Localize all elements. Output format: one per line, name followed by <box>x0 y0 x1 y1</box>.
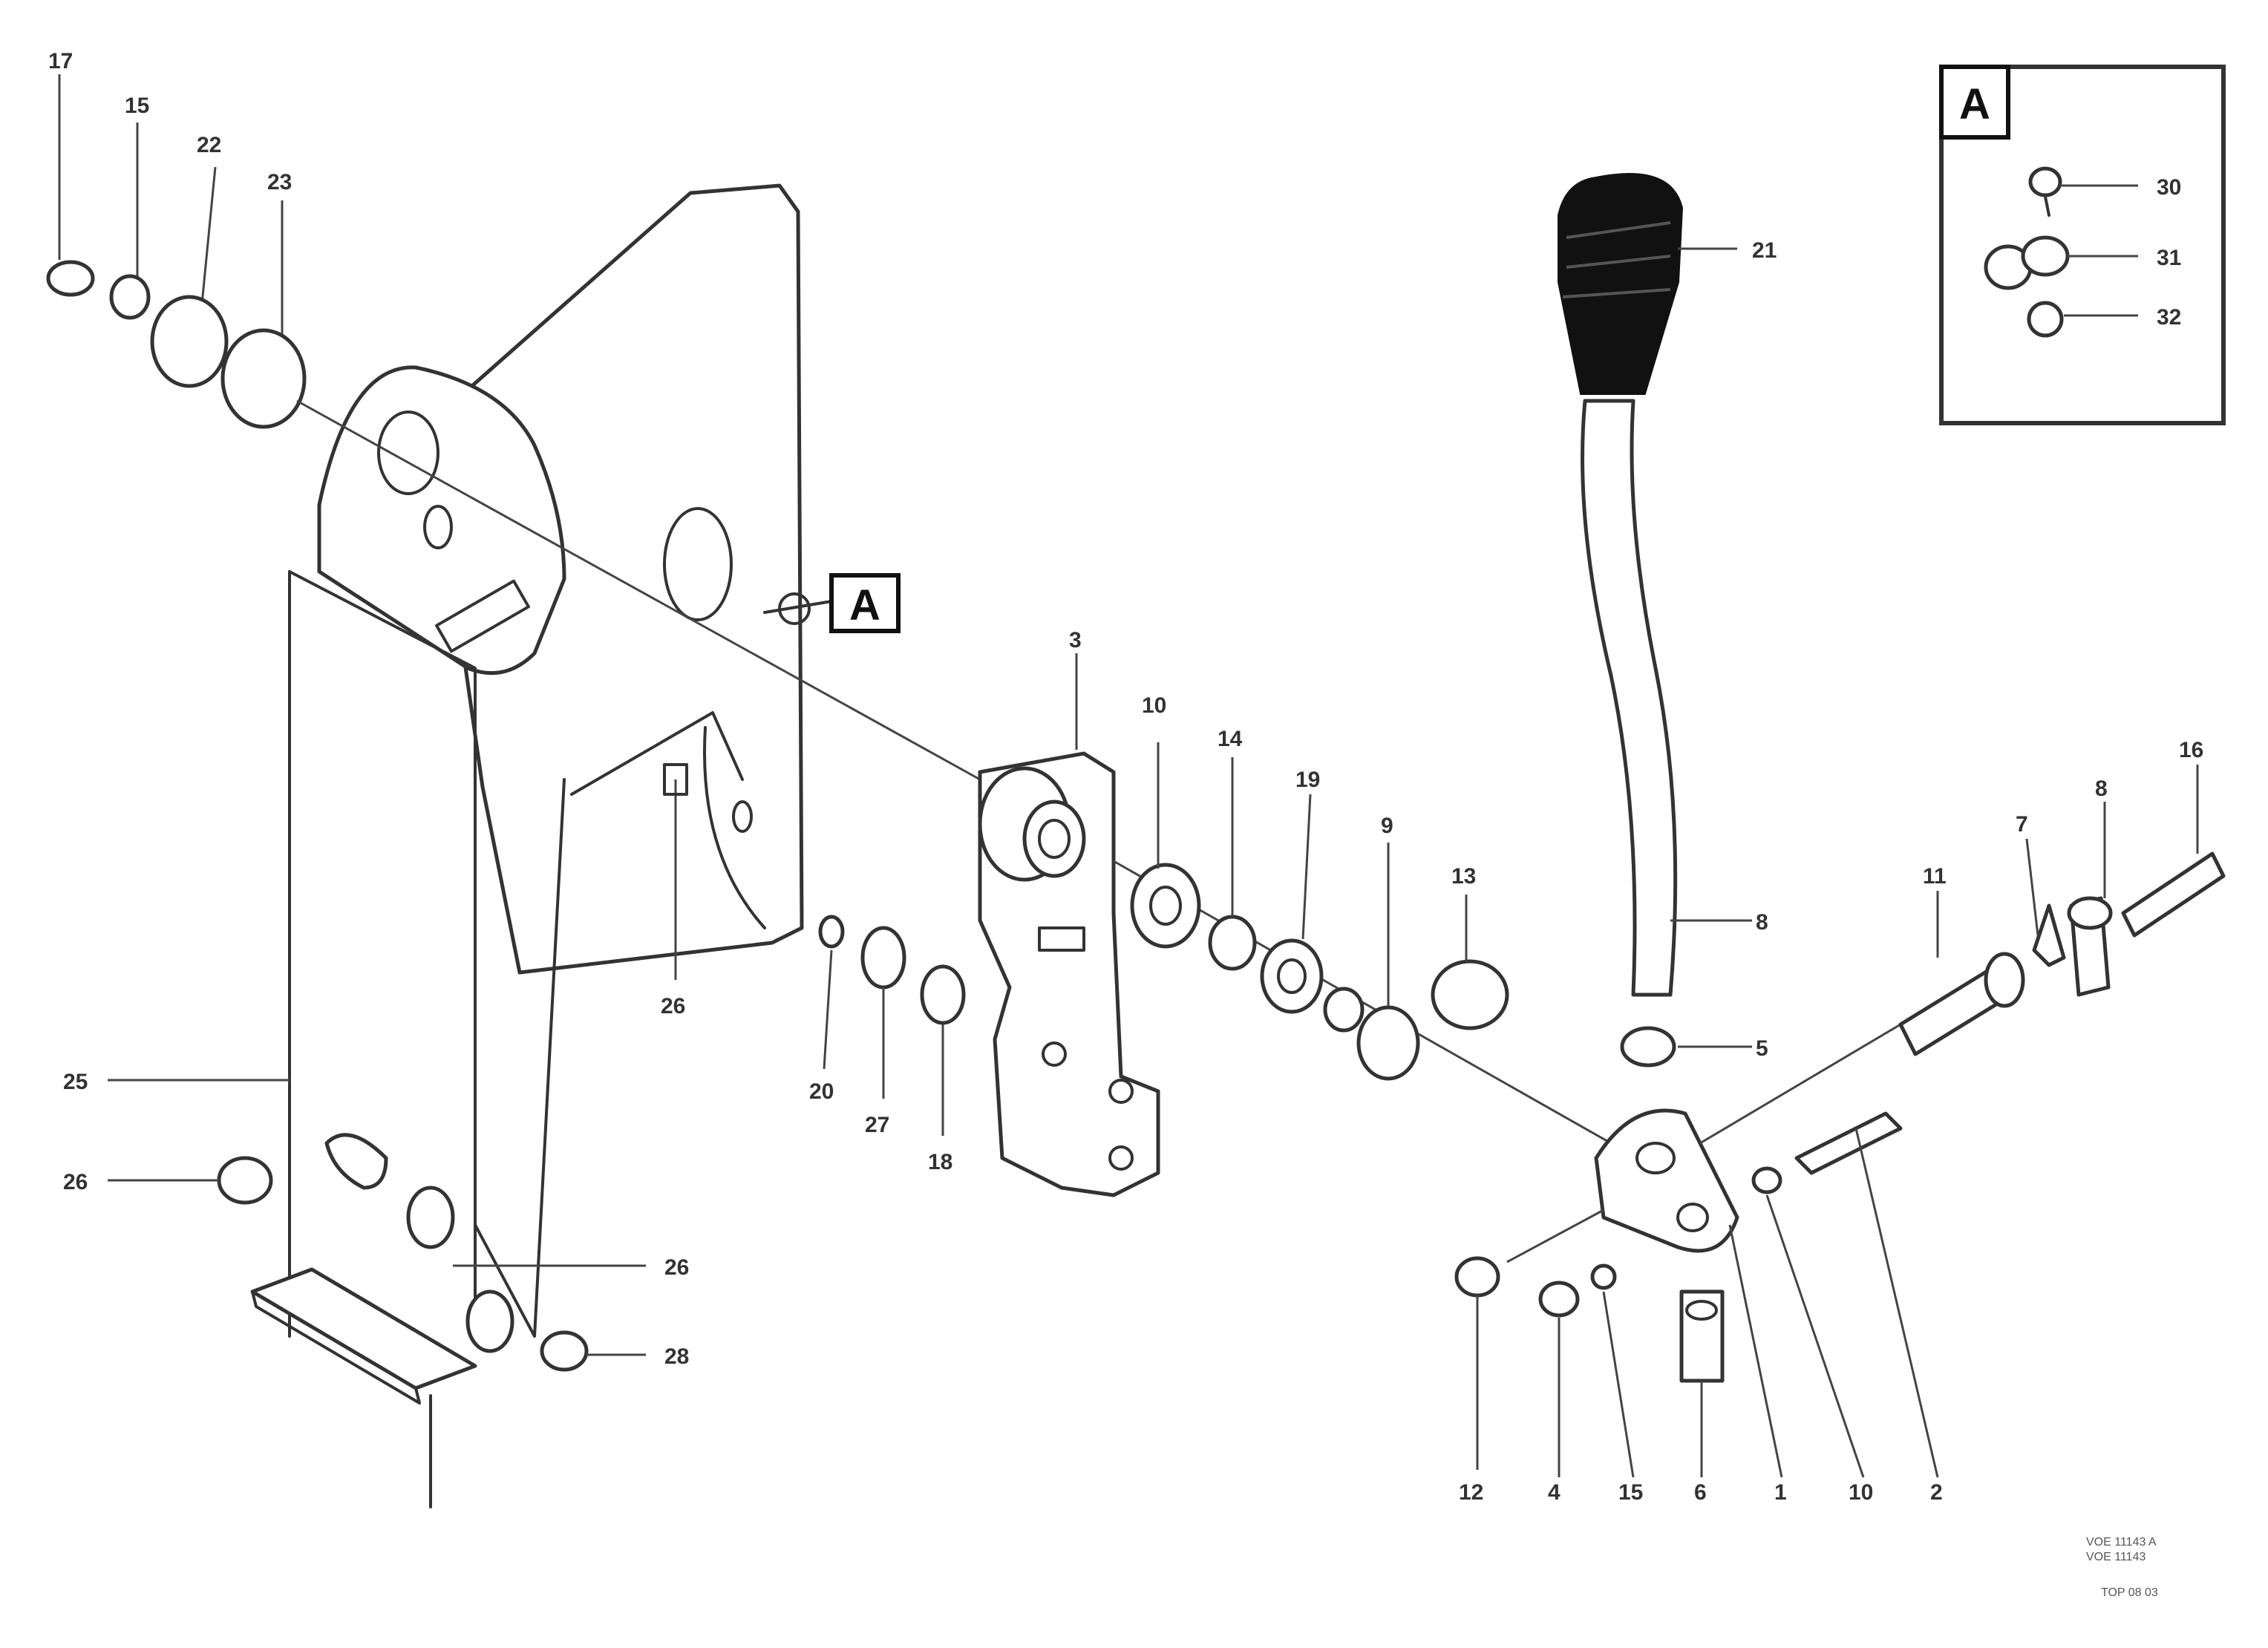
part-label: 26 <box>63 1170 88 1194</box>
reference-line: VOE 11143 <box>2086 1551 2146 1563</box>
part-label: 28 <box>664 1344 689 1369</box>
bearing-stack <box>1113 742 1612 1145</box>
part-label: 4 <box>1548 1480 1561 1505</box>
detail-box: A 30 31 32 <box>1939 65 2226 425</box>
part-label: 19 <box>1295 768 1320 792</box>
part-label: 21 <box>1752 238 1777 263</box>
housing-plate <box>288 183 811 1338</box>
detail-callout: A <box>763 573 901 633</box>
part-label: 6 <box>1694 1480 1707 1505</box>
part-label: 11 <box>1923 864 1947 889</box>
detail-box-label: 32 <box>2157 305 2181 330</box>
reference-line: VOE 11143 A <box>2086 1536 2157 1549</box>
base-foot <box>217 1133 589 1508</box>
part-label: 9 <box>1381 814 1393 838</box>
part-label: 22 <box>197 133 221 157</box>
reference-code: TOP 08 03 <box>2101 1586 2158 1599</box>
detail-box-title: A <box>1959 80 1990 128</box>
part-label: 26 <box>664 1255 689 1280</box>
lever-bracket <box>978 653 1160 1197</box>
left-leaders <box>108 1079 646 1356</box>
part-label: 26 <box>661 994 685 1018</box>
detail-box-label: 31 <box>2157 246 2181 270</box>
top-left-fasteners <box>46 74 981 781</box>
detail-box-label: 30 <box>2157 175 2181 200</box>
part-label: 23 <box>267 170 292 194</box>
part-label: 7 <box>2016 812 2028 837</box>
part-label: 17 <box>48 49 73 73</box>
part-label: 10 <box>1142 693 1166 718</box>
part-label: 25 <box>63 1070 88 1094</box>
small-parts <box>663 763 966 1136</box>
part-label: 3 <box>1069 628 1082 653</box>
callout-letter: A <box>849 581 880 630</box>
reference-block: VOE 11143 A VOE 11143 TOP 08 03 <box>2086 1536 2158 1599</box>
part-label: 15 <box>1618 1480 1643 1505</box>
pivot-pins <box>1898 765 2226 1056</box>
part-label: 16 <box>2179 738 2203 762</box>
part-label: 8 <box>1756 910 1768 935</box>
part-label: 5 <box>1756 1036 1768 1061</box>
part-label: 27 <box>865 1113 889 1137</box>
part-label: 13 <box>1451 864 1476 889</box>
pivot-block <box>1454 1023 1939 1478</box>
part-label: 8 <box>2095 776 2108 801</box>
knob-lever <box>1558 173 1752 1067</box>
part-label: 12 <box>1459 1480 1483 1505</box>
part-label: 18 <box>928 1150 952 1174</box>
part-label: 14 <box>1218 727 1243 751</box>
part-label: 20 <box>809 1079 834 1104</box>
part-labels: 17 15 22 23 21 8 5 3 10 14 19 9 13 26 20… <box>48 49 2203 1505</box>
part-label: 15 <box>125 94 149 118</box>
part-label: 2 <box>1930 1480 1943 1505</box>
part-label: 1 <box>1774 1480 1787 1505</box>
part-label: 10 <box>1849 1480 1873 1505</box>
